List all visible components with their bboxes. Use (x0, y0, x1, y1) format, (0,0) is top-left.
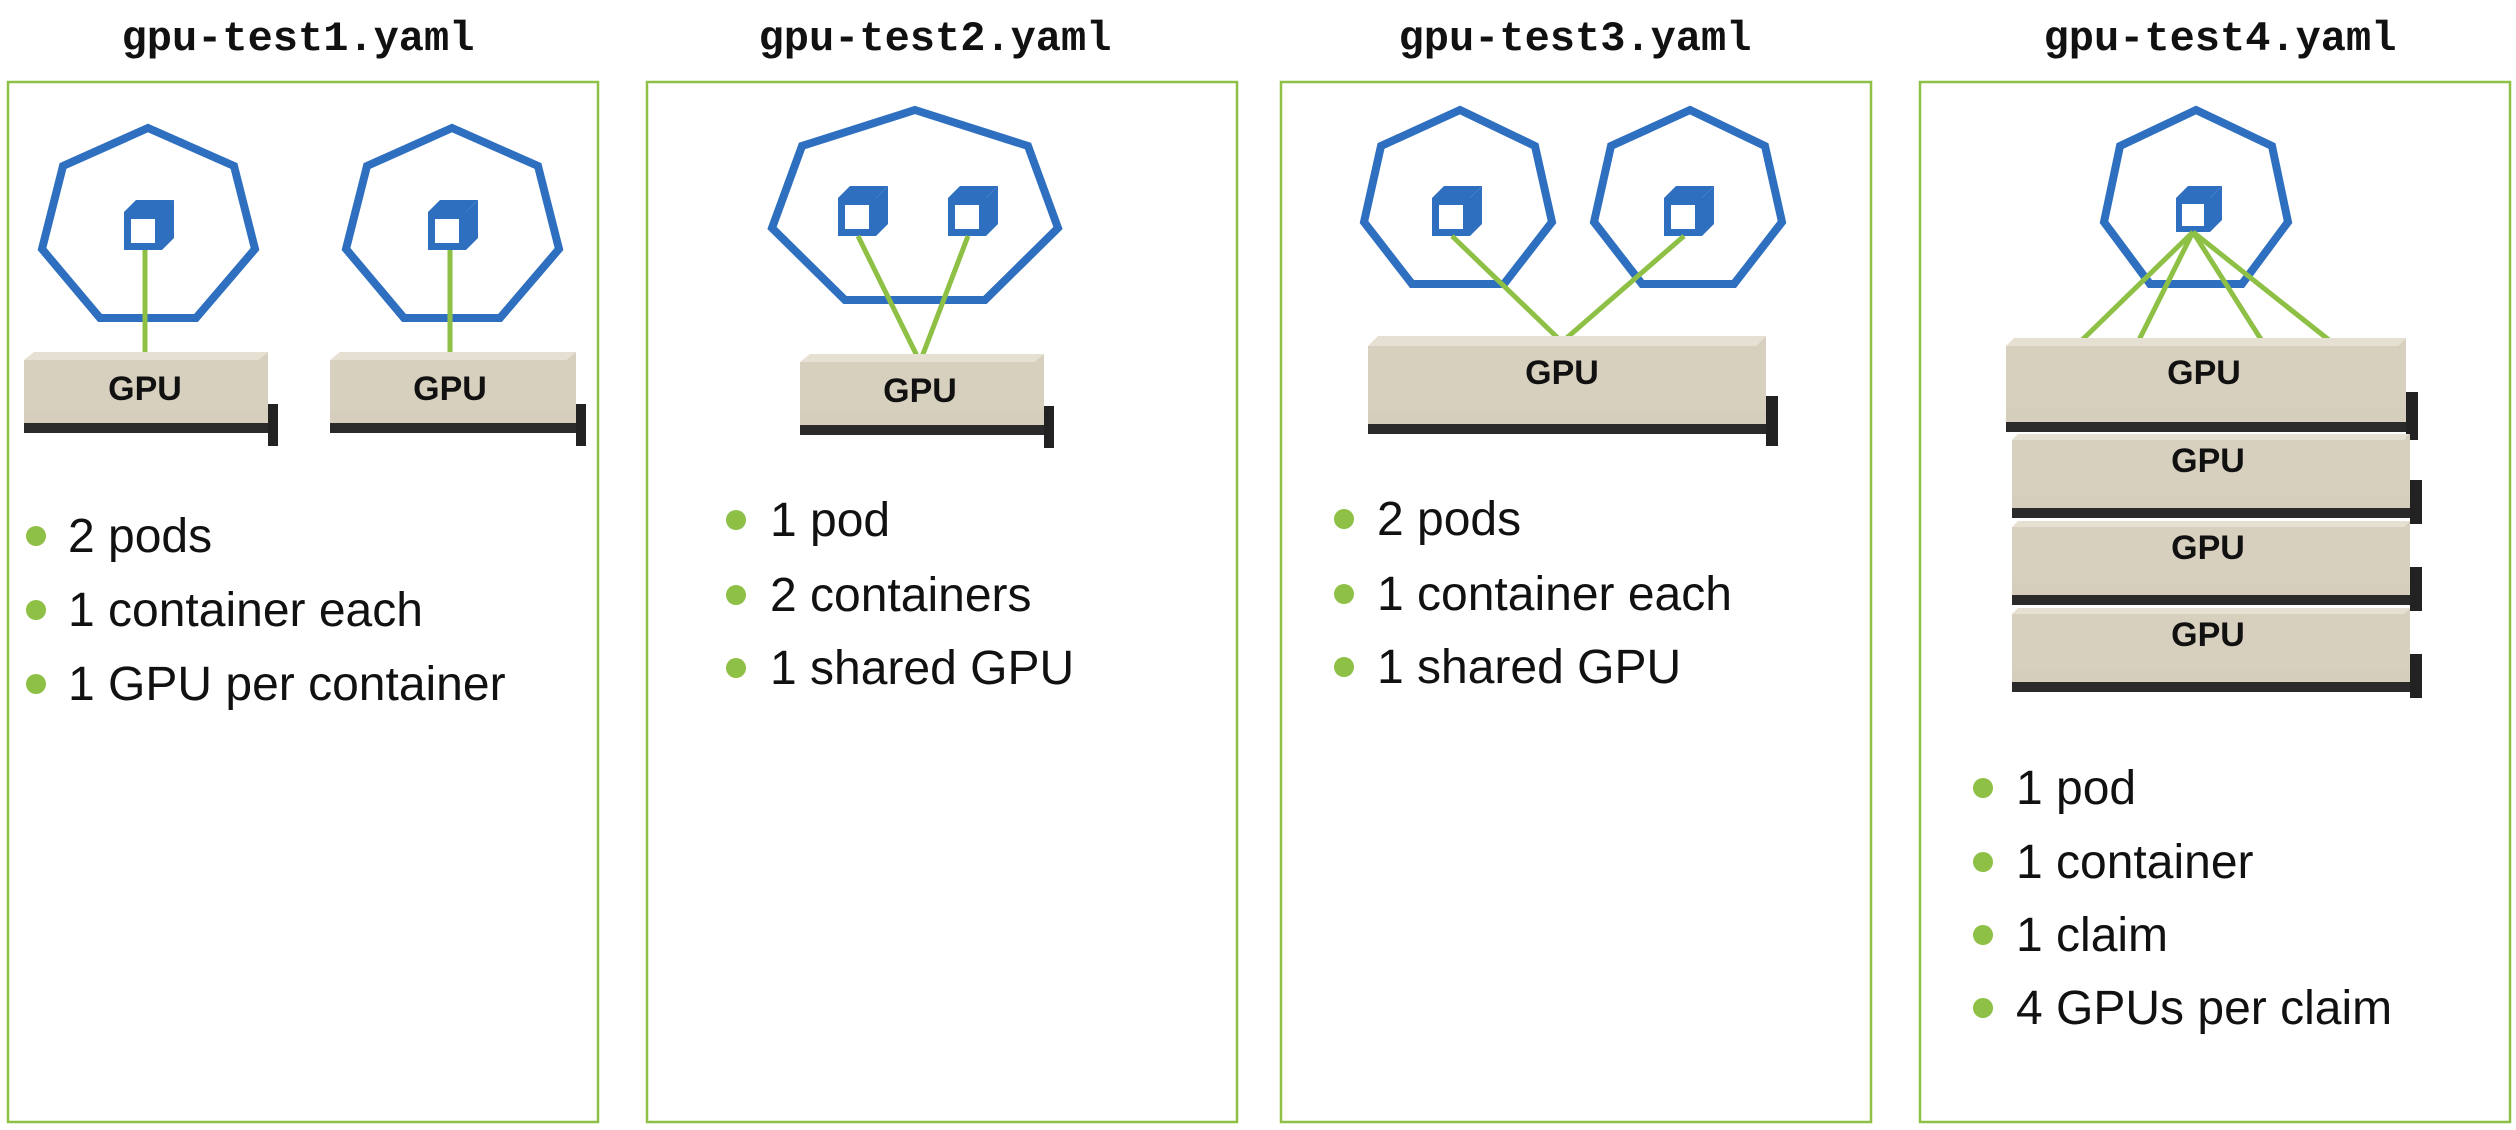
container-cube-icon (1664, 186, 1714, 236)
gpu-card: GPU (2012, 608, 2422, 698)
container-gpu-link (1560, 234, 1686, 344)
bullet-item: 2 containers (770, 569, 1032, 622)
gpu-label: GPU (108, 370, 182, 408)
bullet-list: 1 pod 1 container 1 claim 4 GPUs per cla… (1973, 762, 2392, 1035)
panel-border (1918, 80, 2512, 1124)
panel-border (645, 80, 1239, 1124)
bullet-list: 1 pod 2 containers 1 shared GPU (726, 494, 1074, 695)
container-cube-icon (948, 186, 998, 236)
container-cube-icon (124, 200, 174, 250)
bullet-item: 2 pods (68, 510, 212, 563)
gpu-card: GPU (800, 354, 1054, 448)
pod-heptagon-icon (767, 105, 1063, 304)
panel-title: gpu-test1.yaml (122, 15, 475, 63)
panel-gpu-test1: gpu-test1.yaml GPU (6, 15, 600, 1124)
panel-title: gpu-test4.yaml (2044, 15, 2397, 63)
bullet-item: 1 GPU per container (68, 658, 506, 711)
gpu-label: GPU (2171, 442, 2245, 480)
bullet-dot (1973, 925, 1993, 945)
bullet-dot (26, 674, 46, 694)
container-cube-icon (428, 200, 478, 250)
gpu-label: GPU (2167, 354, 2241, 392)
bullet-item: 1 claim (2016, 909, 2168, 962)
bullet-dot (726, 510, 746, 530)
pod-heptagon-icon (37, 123, 260, 322)
bullet-item: 4 GPUs per claim (2016, 982, 2392, 1035)
gpu-label: GPU (2171, 616, 2245, 654)
bullet-dot (26, 526, 46, 546)
bullet-item: 1 shared GPU (1377, 641, 1681, 694)
bullet-dot (1973, 778, 1993, 798)
bullet-item: 1 container (2016, 836, 2254, 889)
gpu-card: GPU (2006, 338, 2418, 440)
gpu-label: GPU (1525, 354, 1599, 392)
bullet-item: 1 container each (68, 584, 423, 637)
panel-gpu-test3: gpu-test3.yaml GPU 2 pods (1279, 15, 1873, 1124)
container-cube-icon (1432, 186, 1482, 236)
container-gpu-link (855, 234, 923, 364)
gpu-card: GPU (330, 352, 586, 446)
gpu-card: GPU (24, 352, 278, 446)
bullet-item: 1 container each (1377, 568, 1732, 621)
bullet-item: 1 shared GPU (770, 642, 1074, 695)
pod-heptagon-icon (2099, 105, 2293, 288)
gpu-card: GPU (2012, 521, 2422, 611)
bullet-item: 1 pod (2016, 762, 2136, 815)
gpu-label: GPU (2171, 529, 2245, 567)
bullet-dot (726, 658, 746, 678)
gpu-card: GPU (1368, 336, 1778, 446)
bullet-dot (1334, 584, 1354, 604)
container-cube-icon (2176, 186, 2222, 232)
bullet-list: 2 pods 1 container each 1 GPU per contai… (26, 510, 506, 711)
pod-heptagon-icon (1359, 105, 1557, 288)
bullet-dot (1334, 657, 1354, 677)
bullet-list: 2 pods 1 container each 1 shared GPU (1334, 493, 1732, 694)
panel-title: gpu-test2.yaml (759, 15, 1112, 63)
panel-border (1279, 80, 1873, 1124)
container-gpu-link (1450, 234, 1564, 344)
gpu-label: GPU (413, 370, 487, 408)
pod-heptagon-icon (1589, 105, 1787, 288)
bullet-dot (26, 600, 46, 620)
container-gpu-link (917, 235, 971, 363)
gpu-label: GPU (883, 372, 957, 410)
bullet-item: 1 pod (770, 494, 890, 547)
panel-title: gpu-test3.yaml (1399, 15, 1752, 63)
bullet-dot (726, 585, 746, 605)
bullet-item: 2 pods (1377, 493, 1521, 546)
gpu-card: GPU (2012, 434, 2422, 524)
bullet-dot (1973, 852, 1993, 872)
container-cube-icon (838, 186, 888, 236)
panel-gpu-test4: gpu-test4.yaml GPU GPU (1918, 15, 2512, 1124)
panel-border (6, 80, 600, 1124)
panel-gpu-test2: gpu-test2.yaml GPU 1 pod (645, 15, 1239, 1124)
container-gpu-link (2076, 230, 2195, 346)
bullet-dot (1973, 998, 1993, 1018)
bullet-dot (1334, 509, 1354, 529)
container-gpu-link (2191, 230, 2336, 346)
